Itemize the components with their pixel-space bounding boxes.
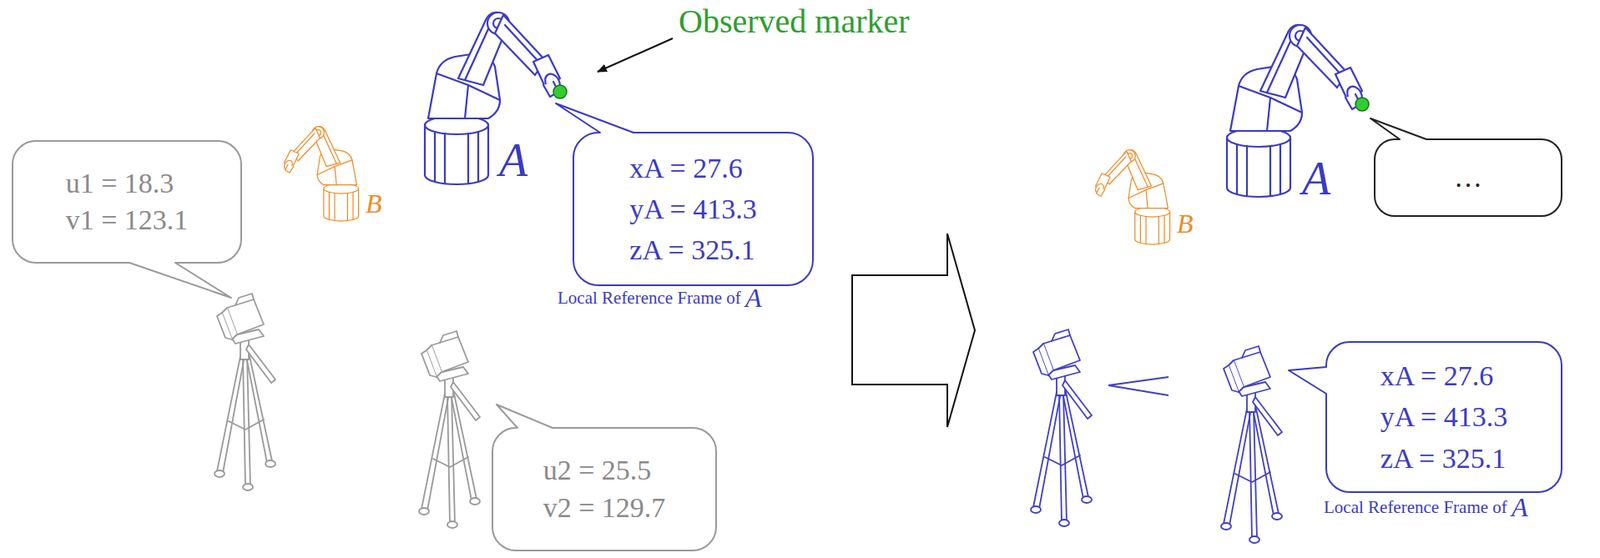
speech-bubble: …: [1374, 139, 1562, 217]
bubble-outline: [555, 103, 813, 286]
bubble-text: u2 = 25.5v2 = 129.7: [543, 452, 667, 526]
camera-four: [1221, 346, 1283, 544]
speech-bubble: u1 = 18.3v1 = 123.1: [12, 141, 242, 263]
robot-name: B: [365, 190, 383, 218]
bubble-line: zA = 325.1: [1380, 438, 1508, 480]
bubble-outline: [12, 141, 242, 298]
bubble-text: xA = 27.6yA = 413.3zA = 325.1: [1380, 355, 1508, 480]
bubble-line: xA = 27.6: [1380, 355, 1508, 397]
robot-name: A: [1302, 155, 1331, 202]
camera-two: [418, 331, 480, 529]
robot-b: [1094, 150, 1171, 245]
camera-link: [1108, 377, 1169, 396]
robot-name: B: [1176, 210, 1194, 238]
frame-symbol: A: [745, 284, 763, 312]
speech-bubble: u2 = 25.5v2 = 129.7: [492, 428, 717, 551]
speech-bubble: xA = 27.6yA = 413.3zA = 325.1: [573, 132, 813, 286]
bubble-line: v1 = 123.1: [65, 201, 189, 239]
bubble-line: …: [1453, 159, 1483, 197]
bubble-line: v2 = 129.7: [543, 489, 667, 527]
bubble-text: …: [1453, 159, 1483, 197]
camera-three: [1030, 329, 1092, 527]
robot-b: [282, 126, 359, 222]
bubble-outline: [492, 404, 717, 551]
transition-arrow: [852, 233, 975, 428]
bubble-outline: [1288, 342, 1562, 493]
frame-symbol: A: [1511, 494, 1529, 521]
bubble-line: xA = 27.6: [629, 147, 757, 189]
frame-caption: Local Reference Frame of: [1323, 499, 1508, 517]
camera-one: [214, 293, 276, 491]
bubble-shape: [12, 141, 242, 263]
bubble-shape: [492, 428, 717, 551]
bubble-line: yA = 413.3: [629, 188, 757, 230]
robot-a: [424, 12, 563, 185]
bubble-line: u2 = 25.5: [543, 452, 667, 490]
robot-name: A: [499, 136, 528, 184]
marker-dot: [553, 85, 567, 99]
speech-bubble: xA = 27.6yA = 413.3zA = 325.1: [1326, 342, 1562, 493]
bubble-line: u1 = 18.3: [65, 165, 189, 202]
bubble-text: u1 = 18.3v1 = 123.1: [65, 165, 189, 239]
leader-arrow: [597, 38, 673, 72]
marker-dot: [1355, 97, 1369, 112]
bubble-line: yA = 413.3: [1380, 396, 1508, 438]
robot-a: [1226, 25, 1365, 197]
frame-caption: Local Reference Frame of: [557, 289, 742, 308]
marker-label: Observed marker: [678, 5, 910, 39]
bubble-text: xA = 27.6yA = 413.3zA = 325.1: [629, 147, 757, 272]
bubble-outline: [1370, 118, 1562, 217]
bubble-line: zA = 325.1: [629, 229, 757, 271]
